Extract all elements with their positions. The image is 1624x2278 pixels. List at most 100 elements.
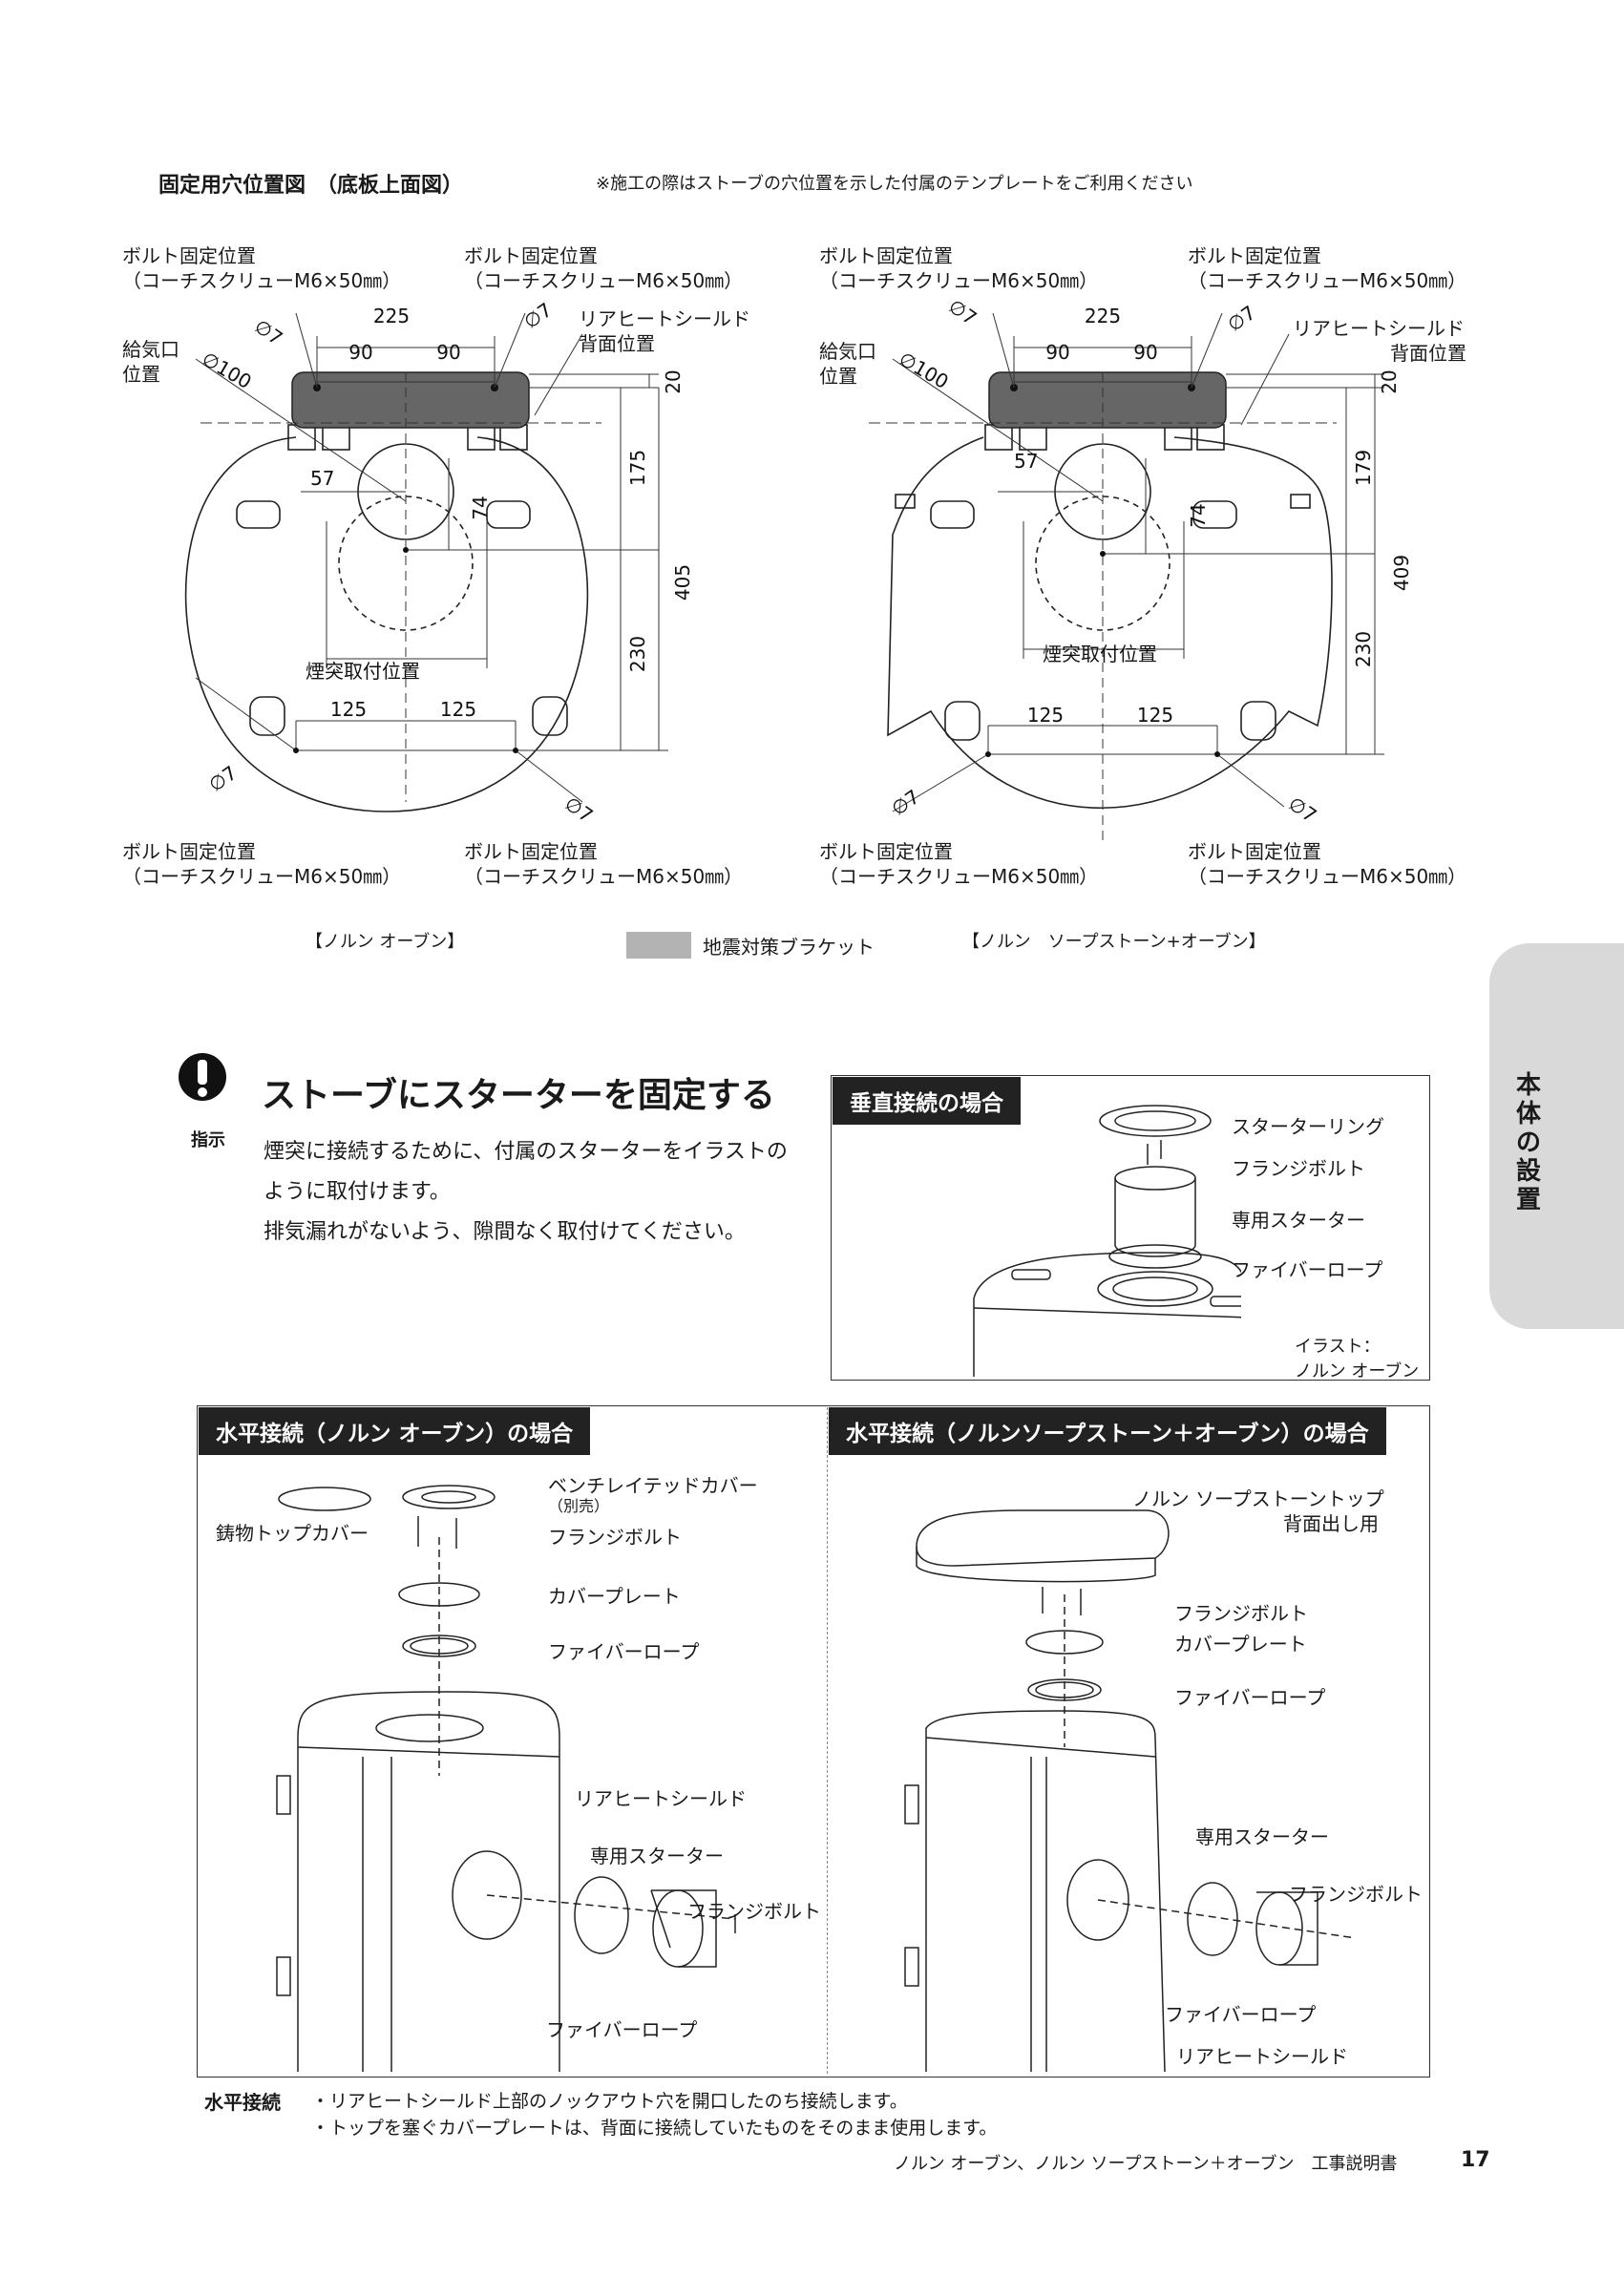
dim-74: 74: [469, 496, 492, 519]
instruction-line-1: 煙突に接続するために、付属のスターターをイラストの: [264, 1140, 788, 1164]
dim-409: 409: [1390, 555, 1413, 591]
h2-top-label-2: 背面出し用: [1283, 1512, 1379, 1535]
dim-225: 225: [373, 305, 410, 327]
document-title: ノルン オーブン、ノルン ソープストーン＋オーブン 工事説明書: [894, 2154, 1398, 2174]
intake-label-2-2: 位置: [819, 365, 857, 388]
chimney-position-label: 煙突取付位置: [1043, 643, 1157, 665]
horizontal-right-heading: 水平接続（ノルンソープストーン＋オーブン）の場合: [829, 1407, 1386, 1455]
dim-125-left: 125: [1027, 704, 1064, 727]
dim-57: 57: [1014, 450, 1038, 473]
dim-90-right: 90: [436, 341, 460, 364]
rear-shield-label-1-2: リアヒートシールド: [1293, 317, 1465, 340]
horizontal-oven-illustration: [276, 1485, 736, 2072]
template-note: ※施工の際はストーブの穴位置を示した付属のテンプレートをご利用ください: [596, 174, 1193, 194]
screw-label-tl-2: （コーチスクリューM6×50㎜）: [819, 269, 1099, 292]
v-starter-ring-label: スターターリング: [1232, 1115, 1384, 1138]
h-cast-cover-label: 鋳物トップカバー: [216, 1522, 369, 1545]
h2-top-label-1: ノルン ソープストーントップ: [1132, 1487, 1384, 1510]
dim-175: 175: [626, 450, 649, 486]
dim-20: 20: [1378, 369, 1401, 393]
rear-shield-label-2-2: 背面位置: [1390, 342, 1466, 365]
horizontal-connection-box: [197, 1405, 1430, 2078]
screw-label-br: （コーチスクリューM6×50㎜）: [464, 865, 744, 888]
dim-74: 74: [1187, 503, 1210, 527]
v-illust-note-1: イラスト：: [1295, 1337, 1381, 1357]
dim-230: 230: [1352, 631, 1375, 667]
legend-swatch: [626, 932, 691, 959]
page-title: 固定用穴位置図 （底板上面図）: [158, 174, 464, 198]
horizontal-note-1: ・リアヒートシールド上部のノックアウト穴を開口したのち接続します。: [311, 2091, 908, 2112]
h-fiber-rope-2-label: ファイバーロープ: [546, 2018, 698, 2041]
h-cover-plate-label: カバープレート: [548, 1585, 681, 1608]
instruction-title: ストーブにスターターを固定する: [262, 1076, 775, 1115]
bolt-label-bl-2: ボルト固定位置: [819, 840, 953, 863]
bolt-label-tr: ボルト固定位置: [464, 244, 598, 267]
phi7-top-right: ∅7: [1223, 301, 1259, 336]
phi7-bottom-left: ∅7: [887, 785, 923, 820]
seismic-bracket: [291, 371, 530, 429]
instruction-icon: [179, 1053, 226, 1101]
screw-label-tr: （コーチスクリューM6×50㎜）: [464, 269, 744, 292]
v-flange-bolt-label: フランジボルト: [1232, 1157, 1365, 1180]
dim-90-right: 90: [1133, 341, 1157, 364]
bolt-label-tl-2: ボルト固定位置: [819, 244, 953, 267]
caption-oven: 【ノルン オーブン】: [306, 932, 465, 952]
intake-label-1-2: 給気口: [819, 340, 876, 363]
horizontal-note-label: 水平接続: [204, 2091, 281, 2114]
vertical-connection-box: [831, 1075, 1430, 1381]
dim-225: 225: [1085, 305, 1121, 327]
base-plate-diagram-soapstone: 225 90 90 20 57 74 179 409 230 125 125 煙…: [869, 294, 1413, 840]
bolt-label-br-2: ボルト固定位置: [1188, 840, 1321, 863]
base-outline: [184, 436, 589, 812]
screw-label-tr-2: （コーチスクリューM6×50㎜）: [1188, 269, 1467, 292]
dim-125-right: 125: [440, 698, 476, 721]
screw-label-bl: （コーチスクリューM6×50㎜）: [122, 865, 402, 888]
dim-405: 405: [671, 564, 694, 601]
vertical-heading: 垂直接続の場合: [833, 1077, 1021, 1125]
seismic-bracket: [988, 371, 1227, 429]
h2-cover-plate-label: カバープレート: [1174, 1633, 1307, 1656]
h2-flange-bolt-2-label: フランジボルト: [1289, 1883, 1423, 1906]
h-rear-shield-label: リアヒートシールド: [575, 1787, 747, 1810]
bolt-label-bl: ボルト固定位置: [122, 840, 256, 863]
instruction-line-2: ように取付けます。: [264, 1180, 451, 1204]
horizontal-soapstone-illustration: [904, 1509, 1357, 2072]
h2-rear-shield-label: リアヒートシールド: [1176, 2045, 1348, 2068]
rear-shield-label-2: 背面位置: [579, 332, 655, 355]
intake-label-1: 給気口: [122, 338, 179, 361]
h-fiber-rope-label: ファイバーロープ: [548, 1640, 700, 1663]
dim-179: 179: [1352, 450, 1375, 486]
base-outline: [887, 436, 1333, 809]
h-flange-bolt-2-label: フランジボルト: [687, 1900, 821, 1923]
chimney-position-label: 煙突取付位置: [306, 660, 420, 683]
dim-90-left: 90: [1045, 341, 1069, 364]
dim-230: 230: [626, 636, 649, 672]
bolt-label-tr-2: ボルト固定位置: [1188, 244, 1321, 267]
phi7-bottom-left: ∅7: [204, 761, 241, 796]
instruction-line-3: 排気漏れがないよう、隙間なく取付けてください。: [264, 1220, 746, 1244]
phi100-label: ∅100: [199, 348, 256, 394]
base-plate-diagram-oven: 225 90 90 20 57 74 175 405 230 125 125 煙…: [184, 298, 694, 827]
screw-label-tl: （コーチスクリューM6×50㎜）: [122, 269, 402, 292]
bolt-label-tl: ボルト固定位置: [122, 244, 256, 267]
page-number: 17: [1461, 2148, 1490, 2172]
v-illust-note-2: ノルン オーブン: [1295, 1361, 1420, 1382]
phi7-bottom-right: ∅7: [560, 791, 597, 827]
dim-57: 57: [310, 467, 334, 490]
h2-fiber-rope-label: ファイバーロープ: [1174, 1686, 1326, 1709]
phi7-top-right: ∅7: [519, 298, 556, 333]
phi7-top-left: ∅7: [250, 314, 286, 349]
vertical-connection-illustration: [973, 1105, 1241, 1377]
instruction-icon-label: 指示: [191, 1130, 225, 1150]
dim-125-left: 125: [330, 698, 367, 721]
h-vent-cover-label: ベンチレイテッドカバー: [548, 1474, 758, 1497]
dim-125-right: 125: [1137, 704, 1173, 727]
dim-20: 20: [662, 369, 685, 393]
screw-label-br-2: （コーチスクリューM6×50㎜）: [1188, 865, 1467, 888]
v-starter-label: 専用スターター: [1232, 1209, 1365, 1232]
phi100-label: ∅100: [896, 348, 953, 394]
h-sold-separately-label: （別売）: [548, 1497, 610, 1515]
legend-label: 地震対策ブラケット: [703, 936, 875, 959]
horizontal-note-2: ・トップを塞ぐカバープレートは、背面に接続していたものをそのまま使用します。: [311, 2118, 998, 2139]
h2-flange-bolt-label: フランジボルト: [1174, 1602, 1308, 1625]
